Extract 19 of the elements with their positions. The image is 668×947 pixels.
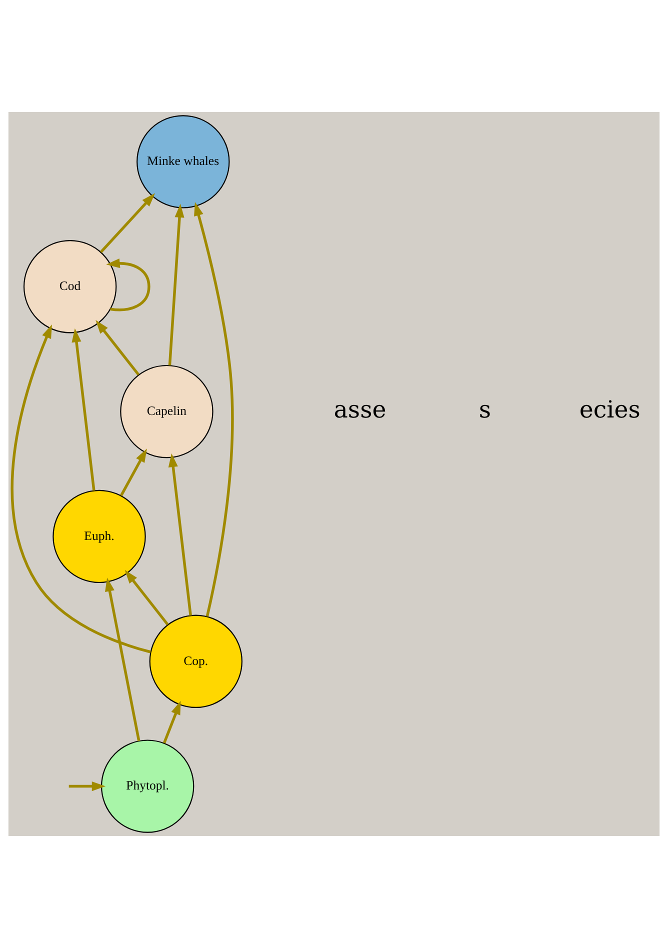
arrow xyxy=(168,203,184,366)
label: s xyxy=(478,394,492,423)
arrow xyxy=(120,448,147,496)
arrow xyxy=(168,452,192,616)
arrow xyxy=(106,258,150,311)
label: ecies xyxy=(579,394,640,423)
node-circle: Phytopl. xyxy=(100,739,194,832)
arrow xyxy=(100,192,156,252)
arrow xyxy=(96,320,140,376)
arrow xyxy=(194,202,234,616)
arrow xyxy=(162,700,181,744)
node-circle: Capelin xyxy=(120,364,214,458)
arrow xyxy=(124,569,169,625)
arrow xyxy=(105,577,140,741)
arrow xyxy=(72,328,96,490)
arrow xyxy=(10,324,151,653)
arrow xyxy=(68,781,106,791)
label: asse xyxy=(334,394,386,423)
node-circle: Cop. xyxy=(149,614,242,708)
